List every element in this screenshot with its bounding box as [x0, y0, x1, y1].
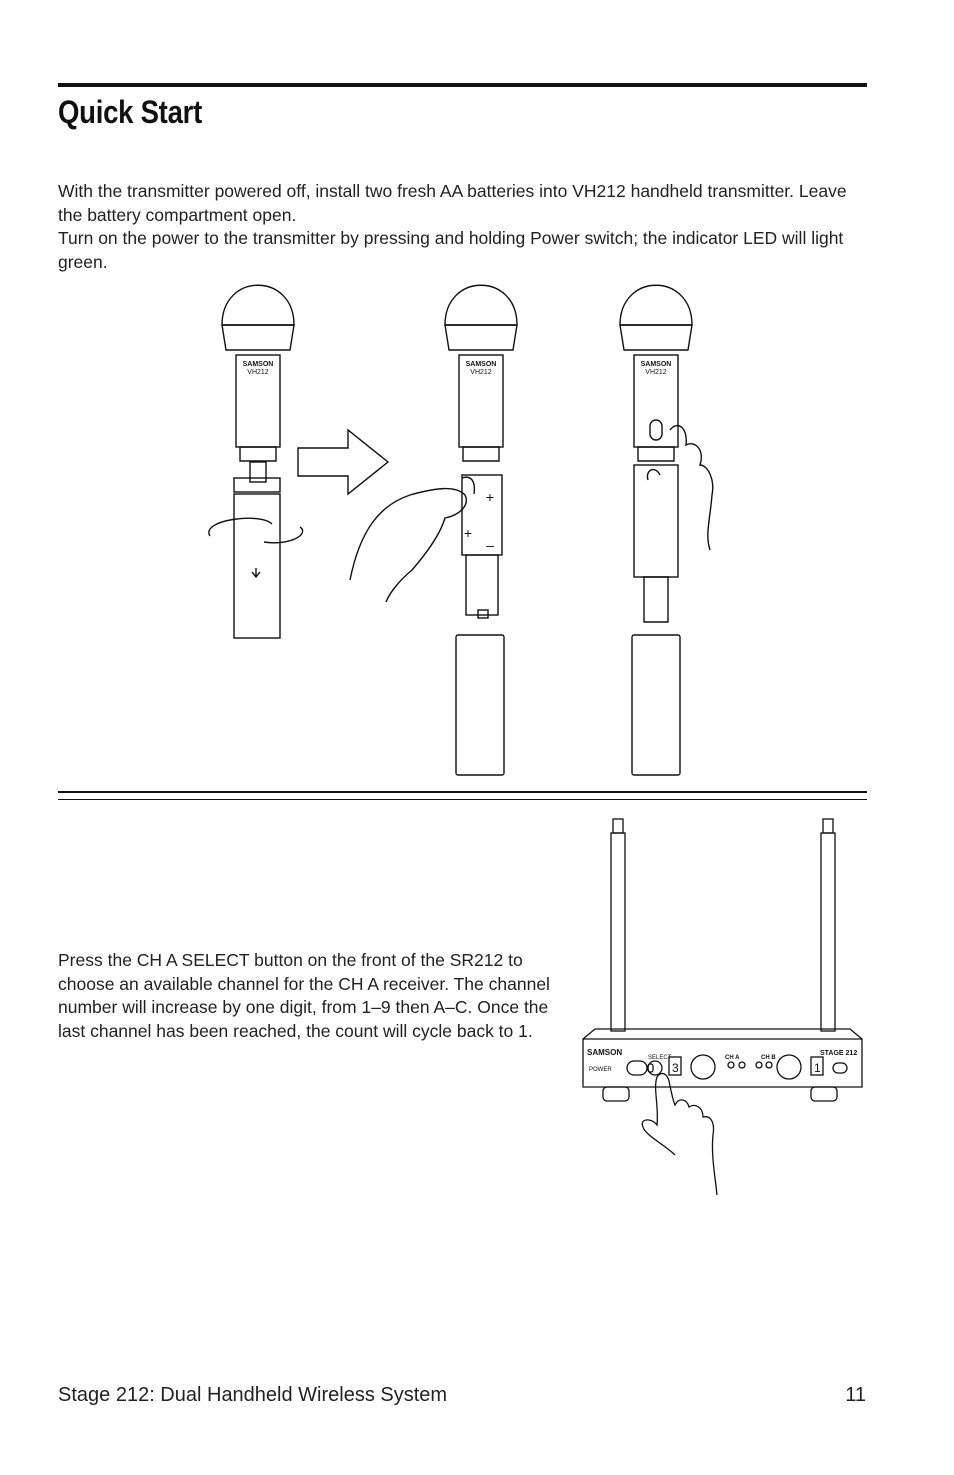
- ch-a-label: CH A: [725, 1055, 740, 1061]
- mic-2-brand: SAMSON: [466, 361, 497, 368]
- instruction-paragraph-1: With the transmitter powered off, instal…: [58, 181, 847, 225]
- battery-plus-2: +: [464, 525, 472, 541]
- power-label: POWER: [589, 1067, 612, 1073]
- receiver-select-illustration: SAMSON STAGE 212 POWER SELECT CH A CH B …: [582, 818, 863, 1196]
- receiver-brand: SAMSON: [587, 1048, 622, 1057]
- mic-3-brand: SAMSON: [641, 361, 672, 368]
- section-divider-thick: [58, 791, 867, 793]
- microphone-3: [619, 284, 714, 776]
- channel-display-a: 3: [672, 1061, 679, 1075]
- top-rule: [58, 83, 867, 87]
- microphone-1: [208, 284, 304, 639]
- instruction-paragraph-2: Turn on the power to the transmitter by …: [58, 228, 844, 272]
- mic-2-model: VH212: [470, 369, 492, 376]
- footer-page-number: 11: [845, 1384, 866, 1406]
- mic-3-model: VH212: [645, 369, 667, 376]
- instruction-paragraph-3: Press the CH A SELECT button on the fron…: [58, 950, 550, 1041]
- transmitter-battery-illustration: SAMSON VH212 SAMSON VH212 SAMSON VH212 +…: [208, 284, 714, 776]
- channel-display-b: 1: [814, 1061, 821, 1075]
- mic-1-brand: SAMSON: [243, 361, 274, 368]
- microphone-2: [349, 284, 518, 776]
- page-title: Quick Start: [58, 94, 202, 130]
- battery-minus: –: [486, 537, 494, 553]
- footer-doc-title: Stage 212: Dual Handheld Wireless System: [58, 1384, 448, 1406]
- receiver-model: STAGE 212: [820, 1050, 857, 1057]
- section-divider-thin: [58, 799, 867, 800]
- mic-1-model: VH212: [247, 369, 269, 376]
- ch-b-label: CH B: [761, 1055, 776, 1061]
- battery-plus-1: +: [486, 489, 494, 505]
- select-label-a: SELECT: [648, 1055, 672, 1061]
